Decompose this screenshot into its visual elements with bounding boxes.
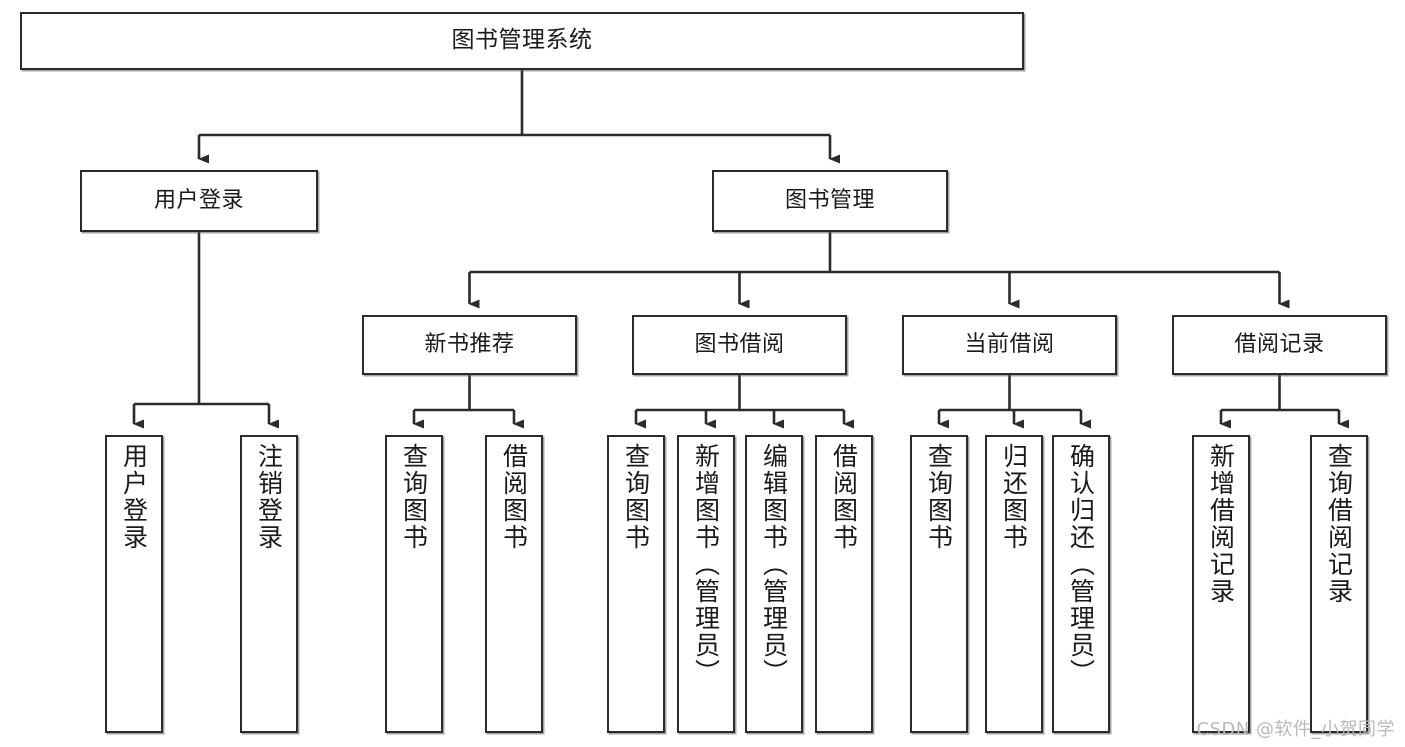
node-user-login[interactable]: 用户登录 (80, 170, 318, 232)
node-leaf-query-book-3[interactable]: 查询图书 (910, 435, 968, 733)
node-label: 图书管理 (784, 187, 875, 213)
node-label: 当前借阅 (964, 331, 1055, 357)
node-leaf-return-book[interactable]: 归还图书 (985, 435, 1043, 733)
node-label: 用户登录 (119, 443, 149, 551)
node-label: 归还图书 (999, 443, 1029, 551)
node-leaf-user-login[interactable]: 用户登录 (105, 435, 163, 733)
node-book-manage[interactable]: 图书管理 (712, 170, 948, 232)
node-label: 借阅记录 (1234, 331, 1325, 357)
node-current-borrow[interactable]: 当前借阅 (902, 315, 1117, 375)
node-leaf-edit-book[interactable]: 编辑图书（管理员） (745, 435, 803, 733)
node-label: 确认归还（管理员） (1066, 443, 1096, 686)
node-label: 查询借阅记录 (1324, 443, 1354, 605)
node-label: 查询图书 (399, 443, 429, 551)
node-label: 图书管理系统 (451, 27, 593, 54)
node-leaf-add-book[interactable]: 新增图书（管理员） (677, 435, 735, 733)
node-label: 用户登录 (153, 187, 244, 213)
node-leaf-add-record[interactable]: 新增借阅记录 (1192, 435, 1250, 733)
node-new-book-recommend[interactable]: 新书推荐 (362, 315, 577, 375)
node-label: 新增图书（管理员） (691, 443, 721, 686)
node-label: 查询图书 (924, 443, 954, 551)
node-label: 编辑图书（管理员） (759, 443, 789, 686)
node-leaf-query-book-1[interactable]: 查询图书 (385, 435, 443, 733)
node-leaf-confirm-return[interactable]: 确认归还（管理员） (1052, 435, 1110, 733)
node-label: 新书推荐 (424, 331, 515, 357)
node-label: 借阅图书 (499, 443, 529, 551)
node-label: 注销登录 (254, 443, 284, 551)
node-leaf-borrow-book-2[interactable]: 借阅图书 (815, 435, 873, 733)
node-label: 新增借阅记录 (1206, 443, 1236, 605)
node-book-borrow[interactable]: 图书借阅 (632, 315, 847, 375)
node-leaf-query-record[interactable]: 查询借阅记录 (1310, 435, 1368, 733)
node-leaf-query-book-2[interactable]: 查询图书 (607, 435, 665, 733)
node-label: 查询图书 (621, 443, 651, 551)
node-borrow-record[interactable]: 借阅记录 (1172, 315, 1387, 375)
node-label: 借阅图书 (829, 443, 859, 551)
node-root[interactable]: 图书管理系统 (20, 12, 1024, 70)
node-label: 图书借阅 (694, 331, 785, 357)
node-leaf-borrow-book-1[interactable]: 借阅图书 (485, 435, 543, 733)
node-leaf-logout[interactable]: 注销登录 (240, 435, 298, 733)
watermark-text: CSDN @软件_小贺同学 (1196, 719, 1395, 740)
